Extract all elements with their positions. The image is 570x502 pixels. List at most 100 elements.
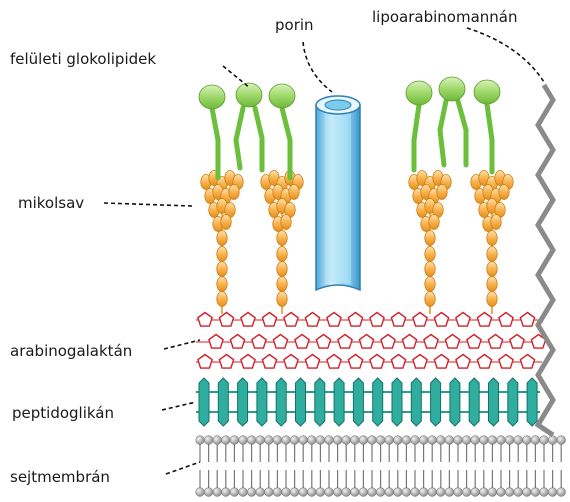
lipid-head [547,435,558,445]
arabinogalactan-sugar [498,311,514,327]
glycolipid-tail [233,105,246,171]
lipid-head [204,487,214,497]
lipid-head [462,435,472,445]
lipid-head [247,487,257,497]
labels: felületi glokolipidek porin lipoarabinom… [10,8,517,486]
label-porin: porin [275,16,314,34]
lipid-head [410,435,420,445]
arabinogalactan-sugar [487,333,504,349]
arabinogalactan-sugar [401,333,418,349]
glycolipid-tail [437,98,449,168]
arabinogalactan-sugar [455,353,471,369]
arabinogalactan-sugar [347,353,364,369]
mycolic-acid-layer [200,170,514,314]
lipid-head [333,487,343,497]
peptidoglycan-unit [314,377,326,427]
arabinogalactan-sugar [240,311,256,327]
lipid-head [367,435,377,445]
peptidoglycan-unit [198,377,210,427]
label-arabinogalactan: arabinogalaktán [10,342,132,360]
lipid-head [496,487,506,497]
lipid-head [427,487,437,497]
mycolic-bead [276,276,288,292]
peptidoglycan-unit [217,377,229,427]
arabinogalactan-sugar [390,311,407,327]
arabinogalactan-sugar [519,353,536,369]
peptidoglycan-unit [526,377,538,427]
lipid-head [238,435,248,445]
label-cell-membrane: sejtmembrán [10,468,110,486]
lipid-head [384,435,394,445]
lipid-head [436,487,446,497]
arabinogalactan-sugar [476,353,493,369]
lipid-head [522,487,532,497]
lipid-head [419,487,429,497]
arabinogalactan-sugar [466,333,482,349]
arabinogalactan-sugar [444,333,461,349]
arabinogalactan-sugar [304,353,321,369]
lipid-head [556,435,566,445]
lipid-head [453,487,463,497]
lipid-head [444,487,455,497]
lipid-head [350,487,360,497]
peptidoglycan-unit [468,377,480,427]
lipid-head [324,435,334,445]
peptidoglycan-unit [391,377,403,427]
lipid-head [272,435,283,445]
lipid-head [350,435,360,445]
leader-porin [302,41,333,93]
glycolipid-head [473,79,501,105]
label-peptidoglycan: peptidoglikán [12,404,114,422]
lipid-head [195,487,205,497]
mycolic-bead [490,214,502,230]
mycolic-bead [276,261,288,277]
lipid-head [290,435,300,445]
lipid-head [272,487,283,497]
lipid-head [298,487,308,497]
lipid-head [401,435,412,445]
lipid-head [229,487,239,497]
glycolipid-tail [252,105,265,173]
mycolic-bead [424,276,436,292]
lipid-head [247,435,257,445]
mycolic-bead [424,246,436,262]
mycolic-bead [486,276,498,292]
mycolic-bead [424,261,436,277]
lipid-head [212,487,222,497]
lipid-head [212,435,222,445]
arabinogalactan-sugar [272,333,289,349]
lipid-head [358,487,369,497]
mycolic-bead [216,291,228,307]
mycolic-bead [220,214,232,230]
label-lipoarabinomannan: lipoarabinomannán [372,8,517,26]
peptidoglycan-unit [410,377,422,427]
glycolipid-head [438,76,466,102]
arabinogalactan-sugar [197,353,213,369]
lipid-head [376,435,386,445]
peptidoglycan-unit [237,377,249,427]
glycolipid-tail [484,101,495,175]
lipid-head [505,435,515,445]
surface-glycolipids [198,76,501,181]
glycolipid-tail [411,102,422,173]
lipid-head [410,487,420,497]
lipid-head [513,487,523,497]
arabinogalactan-sugar [261,353,278,369]
lipid-head [333,435,343,445]
lipid-head [358,435,369,445]
arabinogalactan-sugar [326,311,342,327]
lipid-head [427,435,437,445]
lipid-head [530,487,541,497]
peptidoglycan-unit [352,377,364,427]
lipid-head [547,487,558,497]
mycolic-bead [436,184,448,200]
arabinogalactan-layer [196,311,547,369]
lipoarabinomannan-chain [534,83,556,438]
glycolipid-head [235,82,263,108]
lipid-head [281,487,291,497]
lipid-head [470,435,480,445]
arabinogalactan-sugar [283,353,299,369]
peptidoglycan-layer [196,377,540,427]
lipid-head [290,487,300,497]
